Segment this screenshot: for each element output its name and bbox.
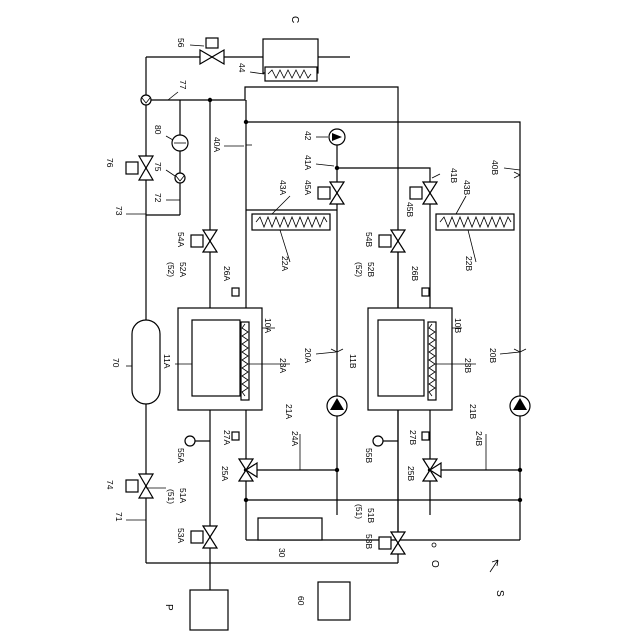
label-23b: 23B (463, 358, 473, 373)
label-10a: 10A (263, 318, 273, 333)
label-75: 75 (153, 162, 163, 172)
label-52a-paren: (52) (166, 262, 176, 277)
pump-21b (510, 396, 530, 416)
label-52b: 52B (366, 262, 376, 277)
check-valve-77 (141, 95, 151, 105)
label-23a: 23A (278, 358, 288, 373)
label-55b: 55B (364, 448, 374, 463)
valves (126, 38, 441, 554)
sensor-26b (422, 288, 429, 296)
label-51a-paren: (51) (166, 489, 176, 504)
label-45a: 45A (303, 180, 313, 195)
label-80: 80 (153, 125, 163, 135)
sensor-27a (232, 432, 239, 440)
label-45b: 45B (405, 202, 415, 217)
stage-11a (192, 320, 240, 396)
pump-80 (172, 135, 188, 151)
label-20a: 20A (303, 348, 313, 363)
heat-exchanger-44 (265, 67, 317, 81)
label-44: 44 (237, 63, 247, 73)
label-60: 60 (296, 596, 306, 606)
pump-p-box (190, 590, 228, 630)
label-24a: 24A (290, 431, 300, 446)
label-51a: 51A (178, 488, 188, 503)
label-52a: 52A (178, 262, 188, 277)
label-53a: 53A (176, 528, 186, 543)
label-53b: 53B (364, 534, 374, 549)
label-71: 71 (114, 512, 124, 522)
label-21a: 21A (284, 404, 294, 419)
label-20b: 20B (488, 348, 498, 363)
label-22b: 22B (464, 256, 474, 271)
label-30: 30 (277, 548, 287, 558)
label-p: P (163, 604, 174, 611)
label-26a: 26A (222, 266, 232, 281)
label-54b: 54B (364, 232, 374, 247)
label-74: 74 (105, 480, 115, 490)
sensor-27b (422, 432, 429, 440)
label-o: O (429, 560, 440, 568)
label-54a: 54A (176, 232, 186, 247)
heat-exchanger-30 (258, 518, 322, 540)
controller-60-box (318, 582, 350, 620)
label-27a: 27A (222, 430, 232, 445)
label-42: 42 (303, 131, 313, 141)
label-55a: 55A (176, 448, 186, 463)
stage-11b (378, 320, 424, 396)
pump-42 (329, 129, 345, 145)
label-27b: 27B (408, 430, 418, 445)
label-21b: 21B (468, 404, 478, 419)
label-72: 72 (153, 193, 163, 203)
label-43b: 43B (462, 180, 472, 195)
label-c: C (289, 16, 300, 23)
gauge-55b (373, 436, 383, 446)
label-11a: 11A (162, 354, 172, 369)
label-56: 56 (176, 38, 186, 48)
label-40b: 40B (490, 160, 500, 175)
pump-21a (327, 396, 347, 416)
label-51b-paren: (51) (354, 504, 364, 519)
label-77: 77 (178, 80, 188, 90)
check-valve-75 (175, 173, 185, 183)
label-52b-paren: (52) (354, 262, 364, 277)
label-51b: 51B (366, 508, 376, 523)
label-41a: 41A (303, 155, 313, 170)
sensor-26a (232, 288, 239, 296)
label-25a: 25A (220, 466, 230, 481)
tank-70 (132, 320, 160, 404)
label-s: S (494, 590, 505, 597)
label-40a: 40A (212, 137, 222, 152)
label-70: 70 (111, 358, 121, 368)
label-10b: 10B (453, 318, 463, 333)
label-25b: 25B (406, 466, 416, 481)
label-43a: 43A (278, 180, 288, 195)
gauge-55a (185, 436, 195, 446)
label-76: 76 (105, 158, 115, 168)
label-11b: 11B (348, 354, 358, 369)
label-24b: 24B (474, 431, 484, 446)
label-26b: 26B (410, 266, 420, 281)
label-73: 73 (114, 206, 124, 216)
label-41b: 41B (449, 168, 459, 183)
